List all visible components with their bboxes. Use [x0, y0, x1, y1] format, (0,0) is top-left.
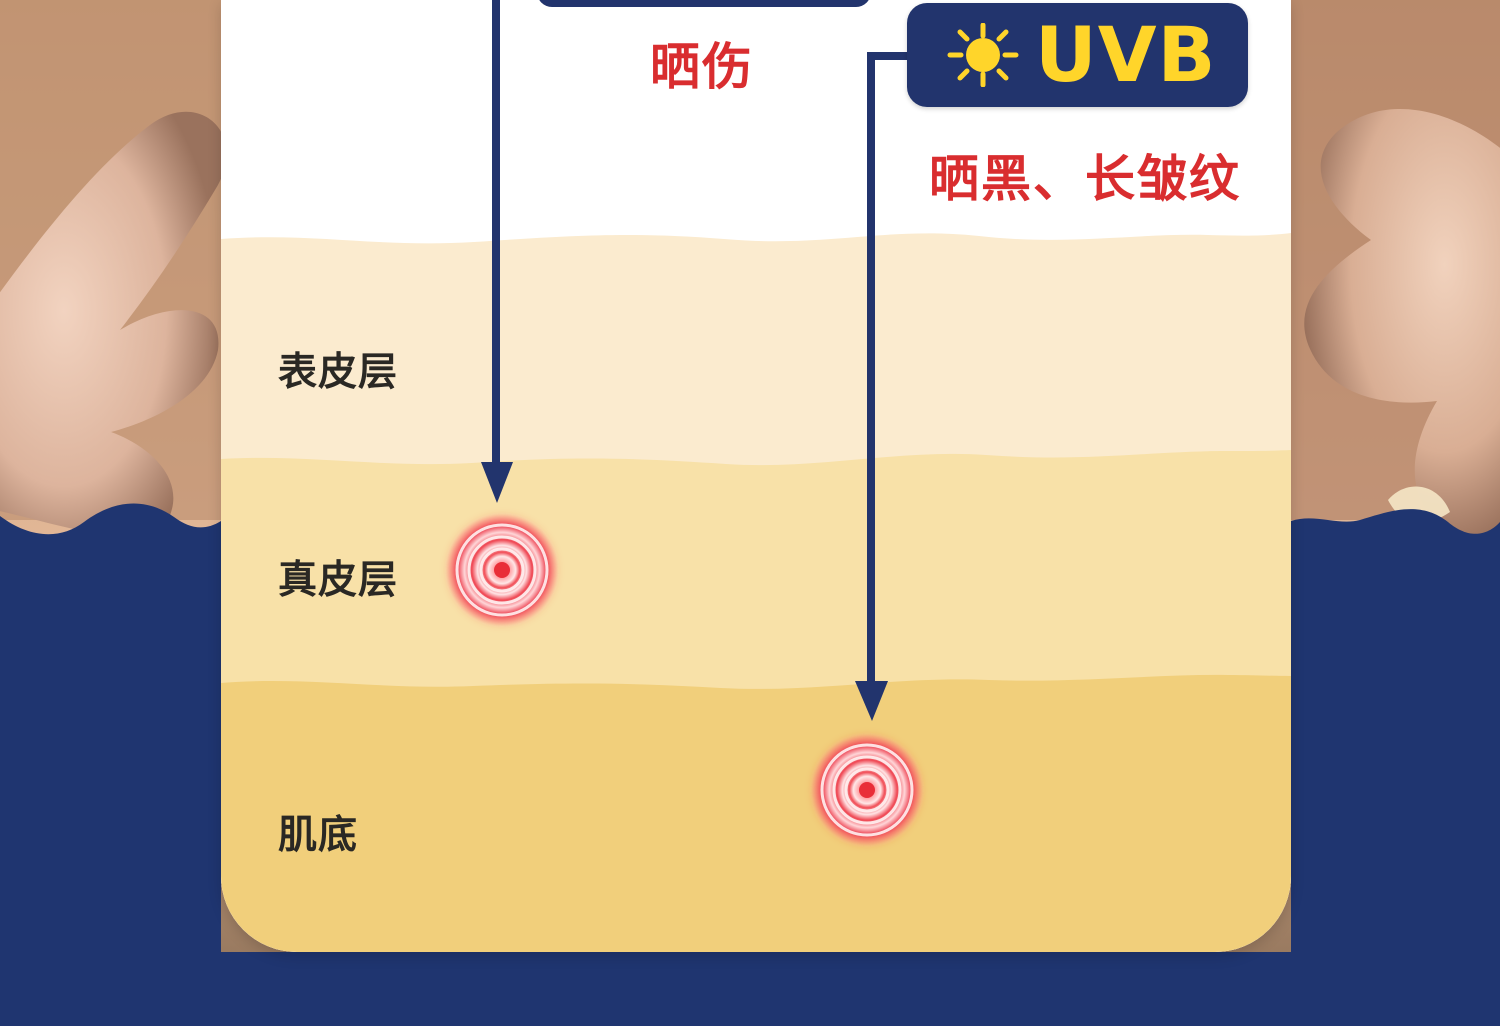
dermis-layer: [221, 450, 1291, 690]
dermis-damage-target-icon: [445, 513, 559, 627]
uvb-badge: UVB: [907, 3, 1248, 107]
epidermis-layer: [221, 233, 1291, 470]
dermis-label: 真皮层: [278, 558, 399, 603]
skin-layer-panel: 晒伤 UVB 晒黑、长皱纹 表皮层 真皮层 肌底: [221, 0, 1291, 952]
uva-effect-label: 晒伤: [650, 38, 754, 96]
epidermis-label: 表皮层: [278, 350, 399, 395]
uvb-label: UVB: [1035, 10, 1217, 99]
skin-layer-graphic: [221, 0, 1291, 952]
top-label-badge-fragment: [537, 0, 871, 7]
uvb-arrow-head: [855, 681, 888, 721]
uvb-effect-label: 晒黑、长皱纹: [929, 150, 1241, 208]
base-damage-target-icon: [810, 733, 924, 847]
uva-arrow-head: [481, 462, 513, 503]
base-label: 肌底: [278, 813, 359, 858]
sun-icon: [947, 23, 1019, 87]
uvb-arrow-line: [867, 52, 907, 688]
base-layer: [221, 674, 1291, 952]
